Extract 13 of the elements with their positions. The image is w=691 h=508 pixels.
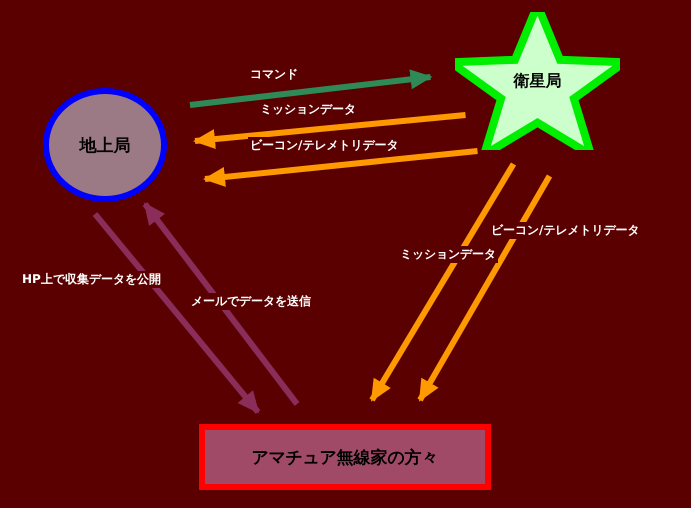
arrow — [190, 69, 432, 108]
node-label: 衛星局 — [514, 70, 562, 92]
node-label: 地上局 — [80, 134, 130, 156]
arrow — [417, 174, 552, 402]
edge-label: メールでデータを送信 — [189, 293, 313, 310]
arrow — [369, 162, 516, 402]
arrow — [142, 202, 300, 406]
arrow — [92, 212, 260, 414]
arrow — [193, 112, 466, 150]
arrow — [203, 148, 478, 187]
node-label: アマチュア無線家の方々 — [252, 446, 438, 468]
edge-label: HP上で収集データを公開 — [20, 271, 163, 288]
process-box — [199, 424, 491, 490]
